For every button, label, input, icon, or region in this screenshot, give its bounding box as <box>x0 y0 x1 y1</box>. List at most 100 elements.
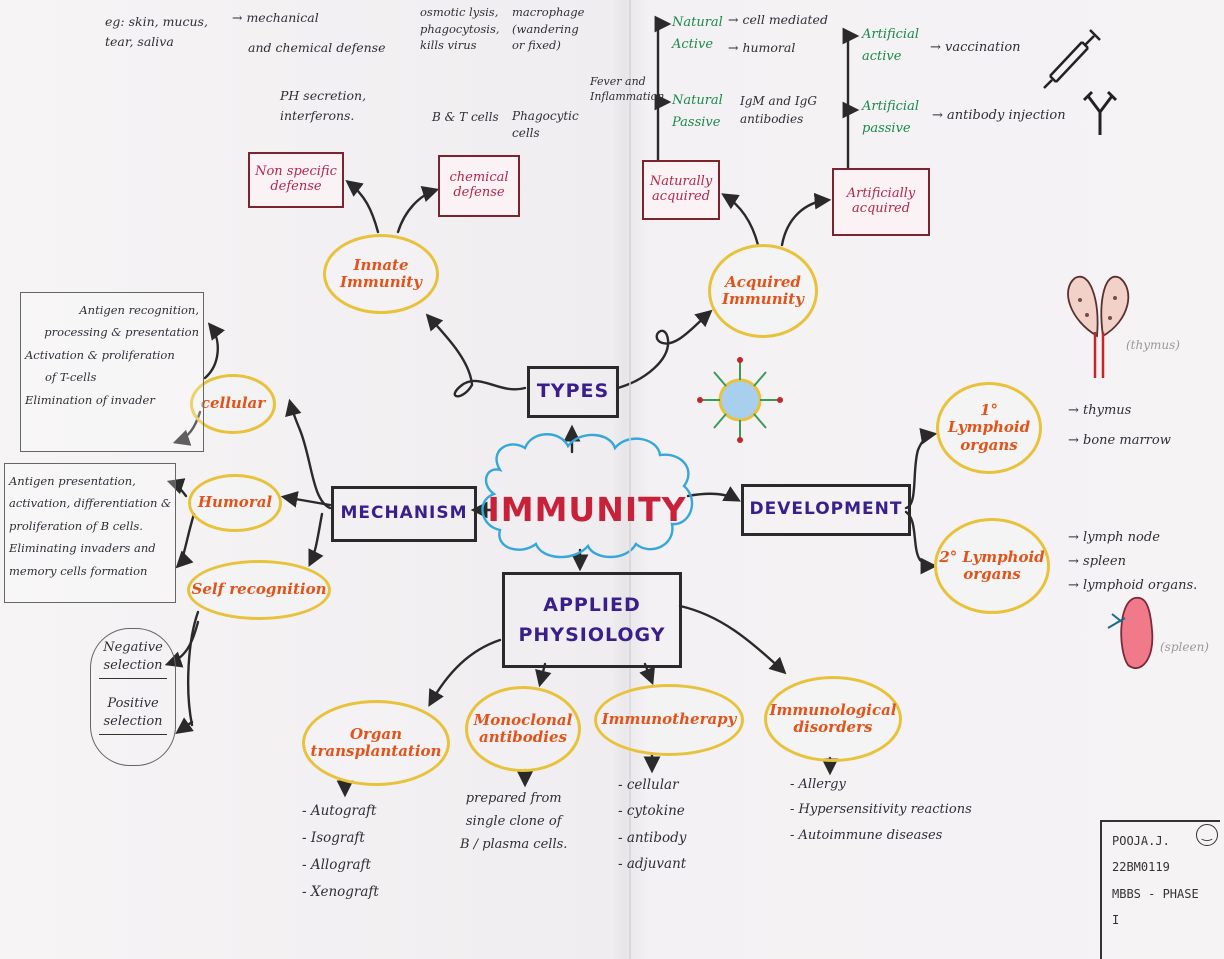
thymus-drawing <box>1067 275 1130 378</box>
cellular-note: processing & presentation <box>44 325 199 340</box>
immuno-item: adjuvant <box>618 851 686 877</box>
note-art-active: Artificial active <box>862 27 920 65</box>
arrow-self-positive <box>175 717 194 734</box>
mono-line: single clone of <box>465 813 562 829</box>
rect-chemical: chemical defense <box>438 155 520 217</box>
oval-organ-transplantation: Organ transplantation <box>302 700 450 786</box>
primary-item: bone marrow <box>1068 426 1171 456</box>
line-mechanism-trunk <box>285 398 332 510</box>
line-development-trunk <box>904 427 938 510</box>
note-natural-active: Natural Active <box>672 15 723 53</box>
signature-course: MBBS - PHASE I <box>1112 886 1199 928</box>
arrow-humoral-notes-top <box>166 478 188 498</box>
list-primary: thymus bone marrow <box>1068 396 1171 456</box>
rect-naturally: Naturally acquired <box>642 160 720 220</box>
spleen-label: (spleen) <box>1160 640 1209 654</box>
arrow-types-acquired <box>616 309 713 390</box>
center-title: IMMUNITY <box>487 490 687 530</box>
line-self-selection <box>186 610 200 727</box>
note-osmotic: osmotic lysis, phagocytosis, kills virus <box>420 5 500 53</box>
immuno-item: antibody <box>618 825 687 851</box>
secondary-item: spleen <box>1068 550 1197 574</box>
humoral-note: Eliminating invaders and <box>9 541 156 556</box>
arrow-innate-nonspecific <box>345 179 380 234</box>
note-humoral-type: humoral <box>728 38 795 58</box>
arrow-applied-organ <box>428 638 502 707</box>
hub-development: DEVELOPMENT <box>741 484 911 536</box>
mono-note: prepared from single clone of B / plasma… <box>460 788 567 856</box>
note-vaccination: vaccination <box>930 38 1021 59</box>
secondary-item: lymph node <box>1068 526 1197 550</box>
spleen-drawing <box>1107 596 1154 669</box>
note-igm-igg: IgM and IgG antibodies <box>740 94 817 126</box>
arrow-center-development <box>686 486 741 502</box>
hub-applied: APPLIED PHYSIOLOGY <box>502 572 682 668</box>
humoral-note: memory cells formation <box>9 563 148 578</box>
humoral-note: proliferation of B cells. <box>9 518 143 533</box>
signature-name: POOJA.J. <box>1112 834 1170 848</box>
thymus-label: (thymus) <box>1126 338 1180 352</box>
disorders-item: Allergy <box>790 772 972 797</box>
note-antibody-inj: antibody injection <box>932 106 1066 127</box>
selection-positive: Positive selection <box>99 695 167 736</box>
cloud-outline <box>481 433 694 559</box>
secondary-item: lymphoid organs. <box>1068 574 1197 598</box>
arrow-mechanism-humoral <box>280 491 332 508</box>
arrow-humoral-notes-bottom <box>175 512 196 569</box>
list-disorders: Allergy Hypersensitivity reactions Autoi… <box>790 772 972 848</box>
mono-line: prepared from <box>465 791 562 806</box>
note-cell-mediated: cell mediated <box>728 10 828 30</box>
humoral-note: activation, differentiation & <box>9 496 172 511</box>
organ-item: Isograft <box>302 825 379 852</box>
signature-box: POOJA.J. 22BM0119 MBBS - PHASE I <box>1100 820 1220 959</box>
arrow-mechanism-self <box>308 512 324 568</box>
note-fever: Fever and Inflammation <box>590 75 665 104</box>
selection-negative: Negative selection <box>99 639 167 680</box>
arrow-acquired-artificially <box>780 192 832 247</box>
cellular-note: Activation & proliferation <box>25 347 175 362</box>
note-bt-cells: B & T cells <box>432 110 499 124</box>
immuno-item: cellular <box>618 772 686 798</box>
box-humoral-notes: Antigen presentation, activation, differ… <box>4 463 176 603</box>
note-mech-chem: and chemical defense <box>248 40 386 55</box>
note-mechanical: mechanical <box>232 8 318 28</box>
arrow-development-secondary <box>904 510 938 575</box>
arrow-applied-disorders <box>678 604 787 675</box>
arrow-cellular-notes-top <box>203 322 225 380</box>
oval-monoclonal: Monoclonal antibodies <box>465 686 581 772</box>
signature-id: 22BM0119 <box>1112 860 1170 875</box>
box-selection: Negative selection Positive selection <box>90 628 176 766</box>
list-immuno: cellular cytokine antibody adjuvant <box>618 772 687 877</box>
box-cellular-notes: Antigen recognition, processing & presen… <box>20 292 204 452</box>
oval-cellular: cellular <box>190 374 276 434</box>
oval-innate: Innate Immunity <box>323 234 439 314</box>
note-natural-passive: Natural Passive <box>672 93 723 131</box>
cellular-note: of T-cells <box>45 370 97 385</box>
mono-line: B / plasma cells. <box>460 836 568 852</box>
hub-types: TYPES <box>527 366 619 418</box>
arrow-types-innate <box>425 313 527 398</box>
arrow-acquired-naturally <box>721 193 760 247</box>
rect-non-specific: Non specific defense <box>248 152 344 208</box>
note-eg: eg: skin, mucus, tear, saliva <box>105 14 208 49</box>
immuno-item: cytokine <box>618 798 686 824</box>
humoral-note: Antigen presentation, <box>9 474 136 488</box>
arrow-innate-chemical <box>396 186 440 234</box>
antibody-y-icon <box>1082 90 1118 135</box>
oval-acquired: Acquired Immunity <box>708 244 818 338</box>
cellular-note: Elimination of invader <box>25 392 155 407</box>
note-phago-cells: Phagocytic cells <box>512 109 579 140</box>
oval-self-recognition: Self recognition <box>187 560 331 620</box>
smiley-icon: ‿ <box>1196 824 1218 846</box>
list-secondary: lymph node spleen lymphoid organs. <box>1068 526 1197 598</box>
list-organ: Autograft Isograft Allograft Xenograft <box>302 798 379 906</box>
cellular-note: Antigen recognition, <box>79 303 199 317</box>
oval-immunotherapy: Immunotherapy <box>594 684 744 756</box>
organ-item: Allograft <box>302 852 379 879</box>
oval-primary-lymphoid: 1° Lymphoid organs <box>936 382 1042 474</box>
note-ph: PH secretion, interferons. <box>280 88 367 123</box>
note-macrophage: macrophage (wandering or fixed) <box>512 5 585 53</box>
syringe-icon <box>1043 29 1101 89</box>
